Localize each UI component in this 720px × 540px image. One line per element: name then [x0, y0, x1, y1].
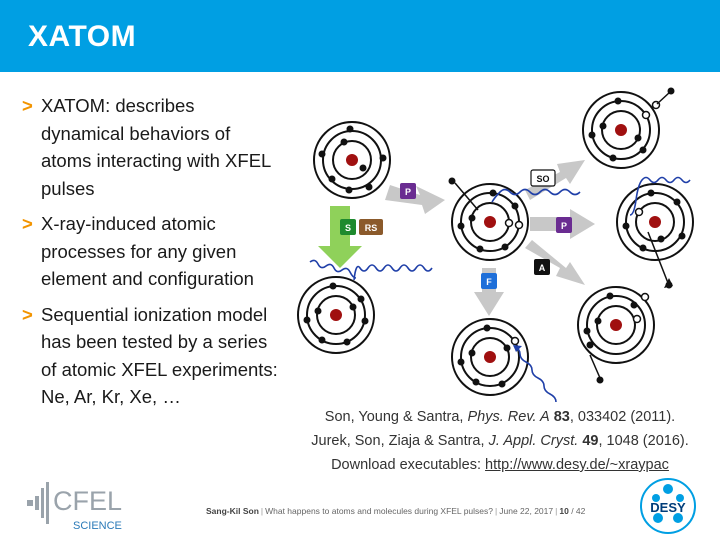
photon-waves — [309, 176, 691, 403]
cfel-logo: CFEL SCIENCE — [27, 482, 122, 532]
atom-bottom-center — [451, 318, 529, 396]
label-p-right: P — [556, 217, 572, 233]
svg-text:RS: RS — [365, 223, 378, 233]
photon-scattered-in — [309, 259, 357, 279]
svg-text:A: A — [539, 263, 546, 273]
reference-rest: , 033402 (2011). — [569, 409, 676, 425]
label-s: S — [340, 219, 356, 235]
ejected-electron — [448, 177, 456, 185]
reference-line: Jurek, Son, Ziaja & Santra, J. Appl. Cry… — [280, 429, 720, 453]
cfel-wordmark: CFEL — [53, 486, 122, 516]
arrow-scattering — [318, 206, 362, 268]
photon-incoming-center — [491, 188, 581, 203]
svg-text:P: P — [561, 221, 567, 231]
reference-line: Son, Young & Santra, Phys. Rev. A 83, 03… — [280, 405, 720, 429]
reference-journal: Phys. Rev. A — [467, 409, 550, 425]
photon-incoming-right — [629, 176, 691, 216]
shakeoff-electron-line — [656, 91, 671, 105]
reference-authors: Jurek, Son, Ziaja & Santra, — [311, 433, 489, 449]
footer: Sang-Kil Son|What happens to atoms and m… — [206, 506, 586, 516]
bullet-item: > Sequential ionization model has been t… — [22, 301, 282, 411]
arrow-fluorescence — [474, 268, 504, 316]
footer-total: / 42 — [571, 506, 586, 516]
bullet-arrow-icon: > — [22, 303, 33, 325]
atom-center — [451, 183, 529, 261]
label-f: F — [481, 273, 497, 289]
label-p-top: P — [400, 183, 416, 199]
footer-author: Sang-Kil Son — [206, 506, 259, 516]
svg-text:SO: SO — [536, 174, 549, 184]
bullet-item: > X-ray-induced atomic processes for any… — [22, 210, 282, 293]
footer-talk: What happens to atoms and molecules duri… — [265, 506, 494, 516]
page-title: XATOM — [28, 20, 137, 53]
download-label: Download executables: — [331, 457, 486, 473]
auger-electron — [596, 376, 604, 384]
bullet-text: X-ray-induced atomic processes for any g… — [41, 213, 254, 289]
label-a: A — [534, 259, 550, 275]
svg-text:F: F — [486, 277, 492, 287]
atom-ground-top — [313, 121, 391, 199]
photoelectron-line — [647, 231, 669, 284]
atom-middle-right — [616, 183, 694, 261]
bullet-arrow-icon: > — [22, 95, 33, 116]
photon-fluorescence — [513, 345, 557, 403]
photon-scattered-out — [353, 264, 433, 281]
references: Son, Young & Santra, Phys. Rev. A 83, 03… — [280, 405, 720, 477]
download-link[interactable]: http://www.desy.de/~xraypac — [485, 457, 669, 473]
reference-volume: 83 — [553, 409, 570, 425]
ejected-electron-line — [454, 182, 479, 211]
cfel-subtitle: SCIENCE — [73, 520, 122, 532]
photon-arrowhead — [513, 345, 522, 352]
bullet-list: > XATOM: describes dynamical behaviors o… — [22, 92, 282, 419]
reference-journal: J. Appl. Cryst. — [488, 433, 579, 449]
desy-wordmark: DESY — [650, 500, 686, 515]
svg-text:S: S — [345, 223, 351, 233]
atom-bottom-left — [297, 276, 375, 354]
bullet-text: Sequential ionization model has been tes… — [41, 303, 278, 408]
bullet-text: XATOM: describes dynamical behaviors of … — [41, 95, 271, 199]
bullet-item: > XATOM: describes dynamical behaviors o… — [22, 92, 282, 202]
title-bar: XATOM — [0, 0, 720, 72]
auger-electron-line — [589, 354, 601, 379]
label-rs: RS — [359, 219, 383, 235]
desy-logo: DESY — [640, 478, 696, 534]
svg-text:CFEL: CFEL — [53, 486, 122, 516]
reference-volume: 49 — [582, 433, 599, 449]
download-line: Download executables: http://www.desy.de… — [280, 453, 720, 477]
atom-top-right — [582, 91, 661, 169]
reference-rest: , 1048 (2016). — [598, 433, 689, 449]
label-so: SO — [530, 169, 556, 187]
reference-authors: Son, Young & Santra, — [324, 409, 468, 425]
atom-bottom-right — [577, 286, 655, 364]
footer-page: 10 — [559, 506, 569, 516]
electron-arrowhead — [664, 278, 673, 288]
arrow-auger — [525, 240, 585, 285]
bullet-arrow-icon: > — [22, 213, 33, 234]
atomic-process-diagram: P S RS SO P A F — [297, 87, 694, 403]
footer-date: June 22, 2017 — [499, 506, 554, 516]
svg-text:P: P — [405, 187, 411, 197]
shakeoff-electron — [667, 87, 675, 95]
